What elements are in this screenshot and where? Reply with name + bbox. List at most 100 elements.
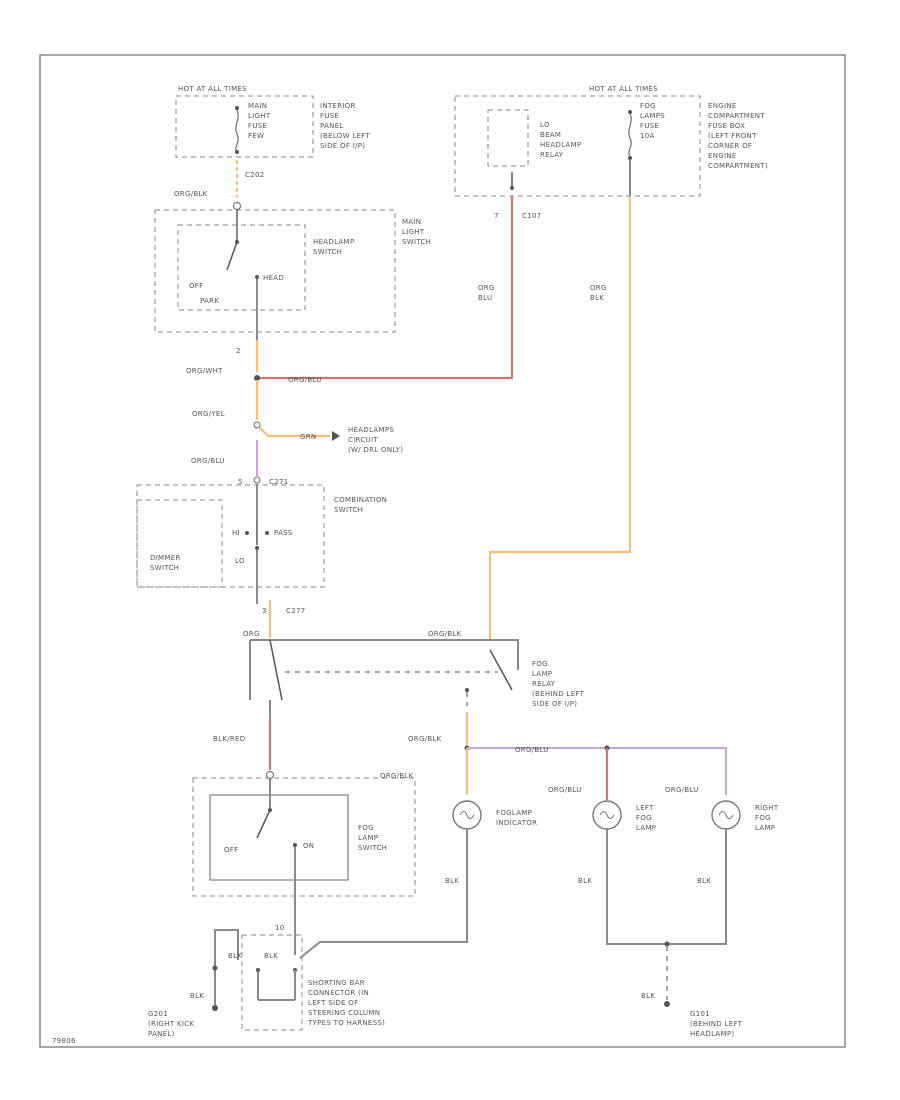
blk-a-label: BLK xyxy=(228,952,242,960)
relay-coil-blade xyxy=(269,639,283,701)
on-label: ON xyxy=(303,842,314,850)
right-fog-lamp-label: RIGHT FOG LAMP xyxy=(755,804,781,832)
wire-orgblu-branch xyxy=(467,747,727,795)
org-blu-left-lamp-label: ORG/BLU xyxy=(548,786,582,794)
left-fog-lamp-label: LEFT FOG LAMP xyxy=(636,804,656,832)
dimmer-pass-contact xyxy=(265,531,269,535)
foglamp-indicator-label: FOGLAMP INDICATOR xyxy=(496,809,537,827)
relay-contact-blade xyxy=(489,649,513,691)
interior-fuse-panel-label: INTERIOR FUSE PANEL (BELOW LEFT SIDE OF … xyxy=(320,102,373,150)
indicator-filament xyxy=(459,811,475,819)
shorting-bar-label: SHORTING BAR CONNECTOR (IN LEFT SIDE OF … xyxy=(307,979,385,1027)
g201-ground xyxy=(212,1005,218,1011)
g101-ground xyxy=(664,1001,670,1007)
diagram-frame xyxy=(39,54,846,1048)
dimmer-switch-label: DIMMER SWITCH xyxy=(150,554,183,572)
splice-orgwht xyxy=(254,375,260,381)
org-blu-lower-label: ORG/BLU xyxy=(515,746,549,754)
grn-label: GRN xyxy=(300,433,316,441)
blk-left-lamp-label: BLK xyxy=(578,877,592,885)
org-blk-vertical-label: ORG BLK xyxy=(590,284,609,302)
g201-splice xyxy=(212,965,218,971)
pin3-label: 3 xyxy=(262,607,267,615)
org-blk-lower-label: ORG/BLK xyxy=(408,735,442,743)
head-label: HEAD xyxy=(263,274,284,282)
org-yel-label: ORG/YEL xyxy=(192,410,225,418)
pin10-label: 10 xyxy=(275,924,285,932)
org-mid-label: ORG xyxy=(243,630,260,638)
relay-contact-terminal xyxy=(465,688,469,692)
hi-label: HI xyxy=(232,529,240,537)
right-fog-filament xyxy=(718,811,734,819)
wire-orgblk-fog-fuse xyxy=(488,196,632,640)
headlamps-circuit-label: HEADLAMPS CIRCUIT (W/ DRL ONLY) xyxy=(348,426,403,454)
fog-switch-input-connector xyxy=(266,771,274,779)
lo-beam-relay-label: LO BEAM HEADLAMP RELAY xyxy=(540,121,584,159)
org-blu-horizontal-label: ORG/BLU xyxy=(288,376,322,384)
headlamp-switch-box xyxy=(177,224,306,311)
interior-fuse-panel-box xyxy=(175,95,314,158)
main-light-switch-box xyxy=(154,209,396,333)
fog-fuse-terminal-top xyxy=(628,110,632,114)
wire-g201-ground xyxy=(214,929,239,1005)
engine-fuse-box-label: ENGINE COMPARTMENT FUSE BOX (LEFT FRONT … xyxy=(708,102,768,170)
wire-to-headlamps-circuit xyxy=(259,427,330,438)
blk-red-label: BLK/RED xyxy=(213,735,245,743)
main-switch-blade xyxy=(226,241,238,271)
lo-relay-terminal xyxy=(510,186,514,190)
main-light-fuse-label: MAIN LIGHT FUSE FEW xyxy=(248,102,273,140)
figure-id: 79806 xyxy=(52,1037,76,1045)
g201-label: G201 (RIGHT KICK PANEL) xyxy=(148,1010,197,1038)
blk-g101-label: BLK xyxy=(641,992,655,1000)
shorting-bar-connector-box xyxy=(241,934,303,1031)
c202-label: C202 xyxy=(245,171,264,179)
wire-indicator-ground xyxy=(299,829,468,959)
combination-switch-label: COMBINATION SWITCH xyxy=(334,496,390,514)
combo-input-connector xyxy=(253,476,261,484)
blk-right-lamp-label: BLK xyxy=(697,877,711,885)
fog-switch-on-contact xyxy=(293,843,297,847)
org-blu-combo-label: ORG/BLU xyxy=(191,457,225,465)
fog-lamp-switch-label: FOG LAMP SWITCH xyxy=(358,824,387,852)
lo-beam-relay-box xyxy=(487,109,529,167)
fog-lamp-relay-label: FOG LAMP RELAY (BEHIND LEFT SIDE OF I/P) xyxy=(532,660,587,708)
left-fog-filament xyxy=(599,811,615,819)
org-wht-label: ORG/WHT xyxy=(186,367,223,375)
fog-fuse-terminal-bottom xyxy=(628,156,632,160)
wire-orgblu-relay xyxy=(257,196,514,380)
fuse-element xyxy=(235,109,239,153)
org-blk-mid-label: ORG/BLK xyxy=(428,630,462,638)
orgblk-top-label: ORG/BLK xyxy=(174,190,208,198)
org-blu-vertical-label: ORG BLU xyxy=(478,284,497,302)
engine-fuse-box xyxy=(454,95,701,197)
hot-at-all-times-right: HOT AT ALL TIMES xyxy=(589,85,658,93)
blk-indicator-label: BLK xyxy=(445,877,459,885)
off2-label: OFF xyxy=(224,846,238,854)
fuse-terminal-bottom xyxy=(235,150,239,154)
dimmer-switch-box xyxy=(136,499,223,588)
pin5-label: 5 xyxy=(238,478,243,486)
fog-fuse-element xyxy=(628,113,632,157)
blk-g201-label: BLK xyxy=(190,992,204,1000)
splice-ground-g101 xyxy=(664,941,670,947)
pin7-label: 7 xyxy=(494,212,499,220)
main-switch-input-connector xyxy=(233,202,241,210)
pass-label: PASS xyxy=(274,529,293,537)
off-label: OFF xyxy=(189,282,203,290)
dimmer-hi-contact xyxy=(245,531,249,535)
fog-lamp-switch-inner xyxy=(209,794,349,881)
org-blu-right-lamp-label: ORG/BLU xyxy=(665,786,699,794)
g101-label: G101 (BEHIND LEFT HEADLAMP) xyxy=(690,1010,745,1038)
fog-lamps-fuse-label: FOG LAMPS FUSE 10A xyxy=(640,102,668,140)
park-label: PARK xyxy=(200,297,219,305)
c107-label: C107 xyxy=(522,212,541,220)
org-blk-switch-label: ORG/BLK xyxy=(380,772,414,780)
lo-label: LO xyxy=(235,557,245,565)
dimmer-lo-contact xyxy=(255,546,259,550)
pin2-label: 2 xyxy=(236,347,241,355)
fog-lamp-switch-outer xyxy=(192,777,416,897)
fuse-terminal-top xyxy=(235,106,239,110)
wire-fog-lamps-ground xyxy=(606,829,727,945)
blk-b-label: BLK xyxy=(264,952,278,960)
